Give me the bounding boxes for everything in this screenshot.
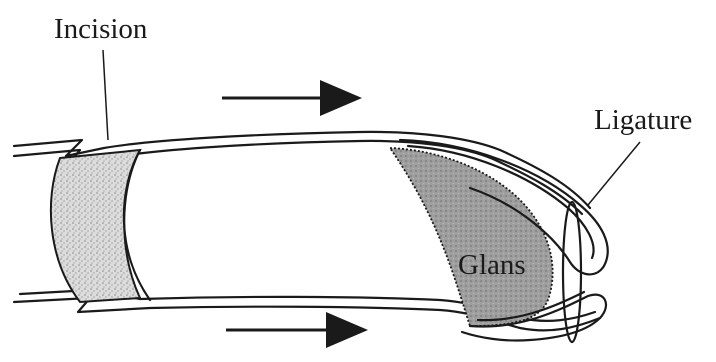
ligature-leader — [588, 142, 640, 205]
incision-leader — [103, 50, 108, 140]
glans-label: Glans — [458, 249, 526, 281]
incision-label: Incision — [54, 13, 148, 45]
ligature-label: Ligature — [594, 104, 692, 136]
incision-region — [51, 150, 150, 302]
